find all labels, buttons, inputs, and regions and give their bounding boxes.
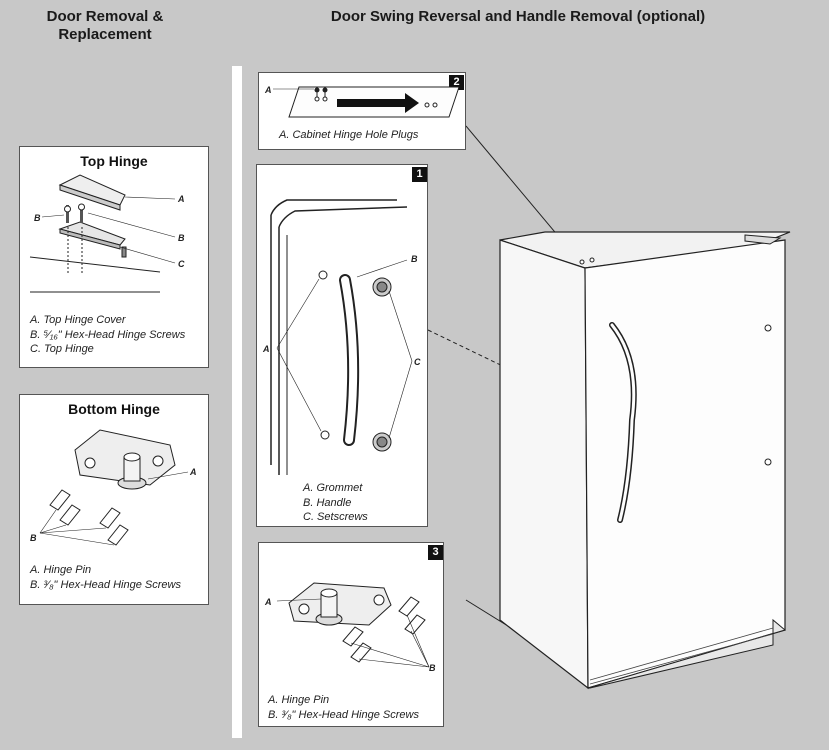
legend-item: C. Setscrews [303, 511, 368, 523]
legend-item: A. Grommet [303, 482, 363, 494]
top-hinge-diagram: A B B C [29, 174, 185, 293]
step2-legend: A. Cabinet Hinge Hole Plugs [279, 128, 418, 143]
bottom-hinge-legend: A. Hinge Pin B. ³⁄₈" Hex-Head Hinge Scre… [30, 563, 181, 592]
legend-item: B. ³⁄₈" Hex-Head Hinge Screws [268, 708, 419, 721]
step3-badge: 3 [428, 545, 443, 560]
legend-item: A. Hinge Pin [268, 694, 330, 706]
bottom-hinge-diagram: A B [30, 429, 197, 546]
legend-item: C. Top Hinge [30, 343, 94, 355]
callout-a: A [177, 194, 185, 204]
legend-item: A. Cabinet Hinge Hole Plugs [279, 129, 419, 141]
step3-legend: A. Hinge Pin B. ³⁄₈" Hex-Head Hinge Scre… [268, 693, 419, 722]
callout-b: B [34, 213, 41, 223]
top-hinge-legend: A. Top Hinge Cover B. ⁵⁄₁₆" Hex-Head Hin… [30, 313, 185, 357]
divider-panel [232, 66, 242, 738]
legend-item: B. ⁵⁄₁₆" Hex-Head Hinge Screws [30, 328, 186, 341]
legend-item: B. ³⁄₈" Hex-Head Hinge Screws [30, 578, 181, 591]
callout-b: B [178, 233, 185, 243]
legend-item: B. Handle [303, 496, 352, 509]
step3-diagram: A B [264, 582, 436, 673]
bottom-hinge-panel: Bottom Hinge A B A. Hinge Pin B. ³⁄₈" He… [19, 394, 209, 605]
step3-panel: 3 A B A. Hinge Pin B. ³⁄₈" Hex-Head Hing… [258, 542, 444, 727]
callout-c: C [414, 357, 421, 367]
top-hinge-title: Top Hinge [80, 153, 148, 169]
section-heading-door-swing-reversal: Door Swing Reversal and Handle Removal (… [330, 8, 706, 25]
step1-panel: 1 B A C A. Grommet B. Handle C. Setscrew… [256, 164, 428, 527]
step2-panel: 2 A A. Cabinet Hinge Hole Plugs [258, 72, 466, 150]
step1-badge: 1 [412, 167, 427, 182]
callout-a: A [264, 85, 272, 95]
step2-badge: 2 [449, 75, 464, 90]
legend-item: A. Top Hinge Cover [30, 314, 126, 326]
callout-b: B [429, 663, 436, 673]
section-heading-door-removal: Door Removal & Replacement [46, 8, 164, 43]
legend-item: A. Hinge Pin [30, 564, 92, 576]
bottom-hinge-title: Bottom Hinge [68, 401, 160, 417]
callout-b: B [411, 254, 418, 264]
step2-diagram: A [264, 85, 460, 118]
callout-c: C [178, 259, 185, 269]
callout-a: A [189, 467, 197, 477]
step1-legend: A. Grommet B. Handle C. Setscrews [303, 481, 368, 525]
step1-diagram: B A C [262, 199, 421, 475]
callout-b: B [30, 533, 37, 543]
callout-a: A [262, 344, 270, 354]
callout-a: A [264, 597, 272, 607]
top-hinge-panel: Top Hinge A B B C A. Top Hinge Cover B. … [19, 146, 209, 368]
